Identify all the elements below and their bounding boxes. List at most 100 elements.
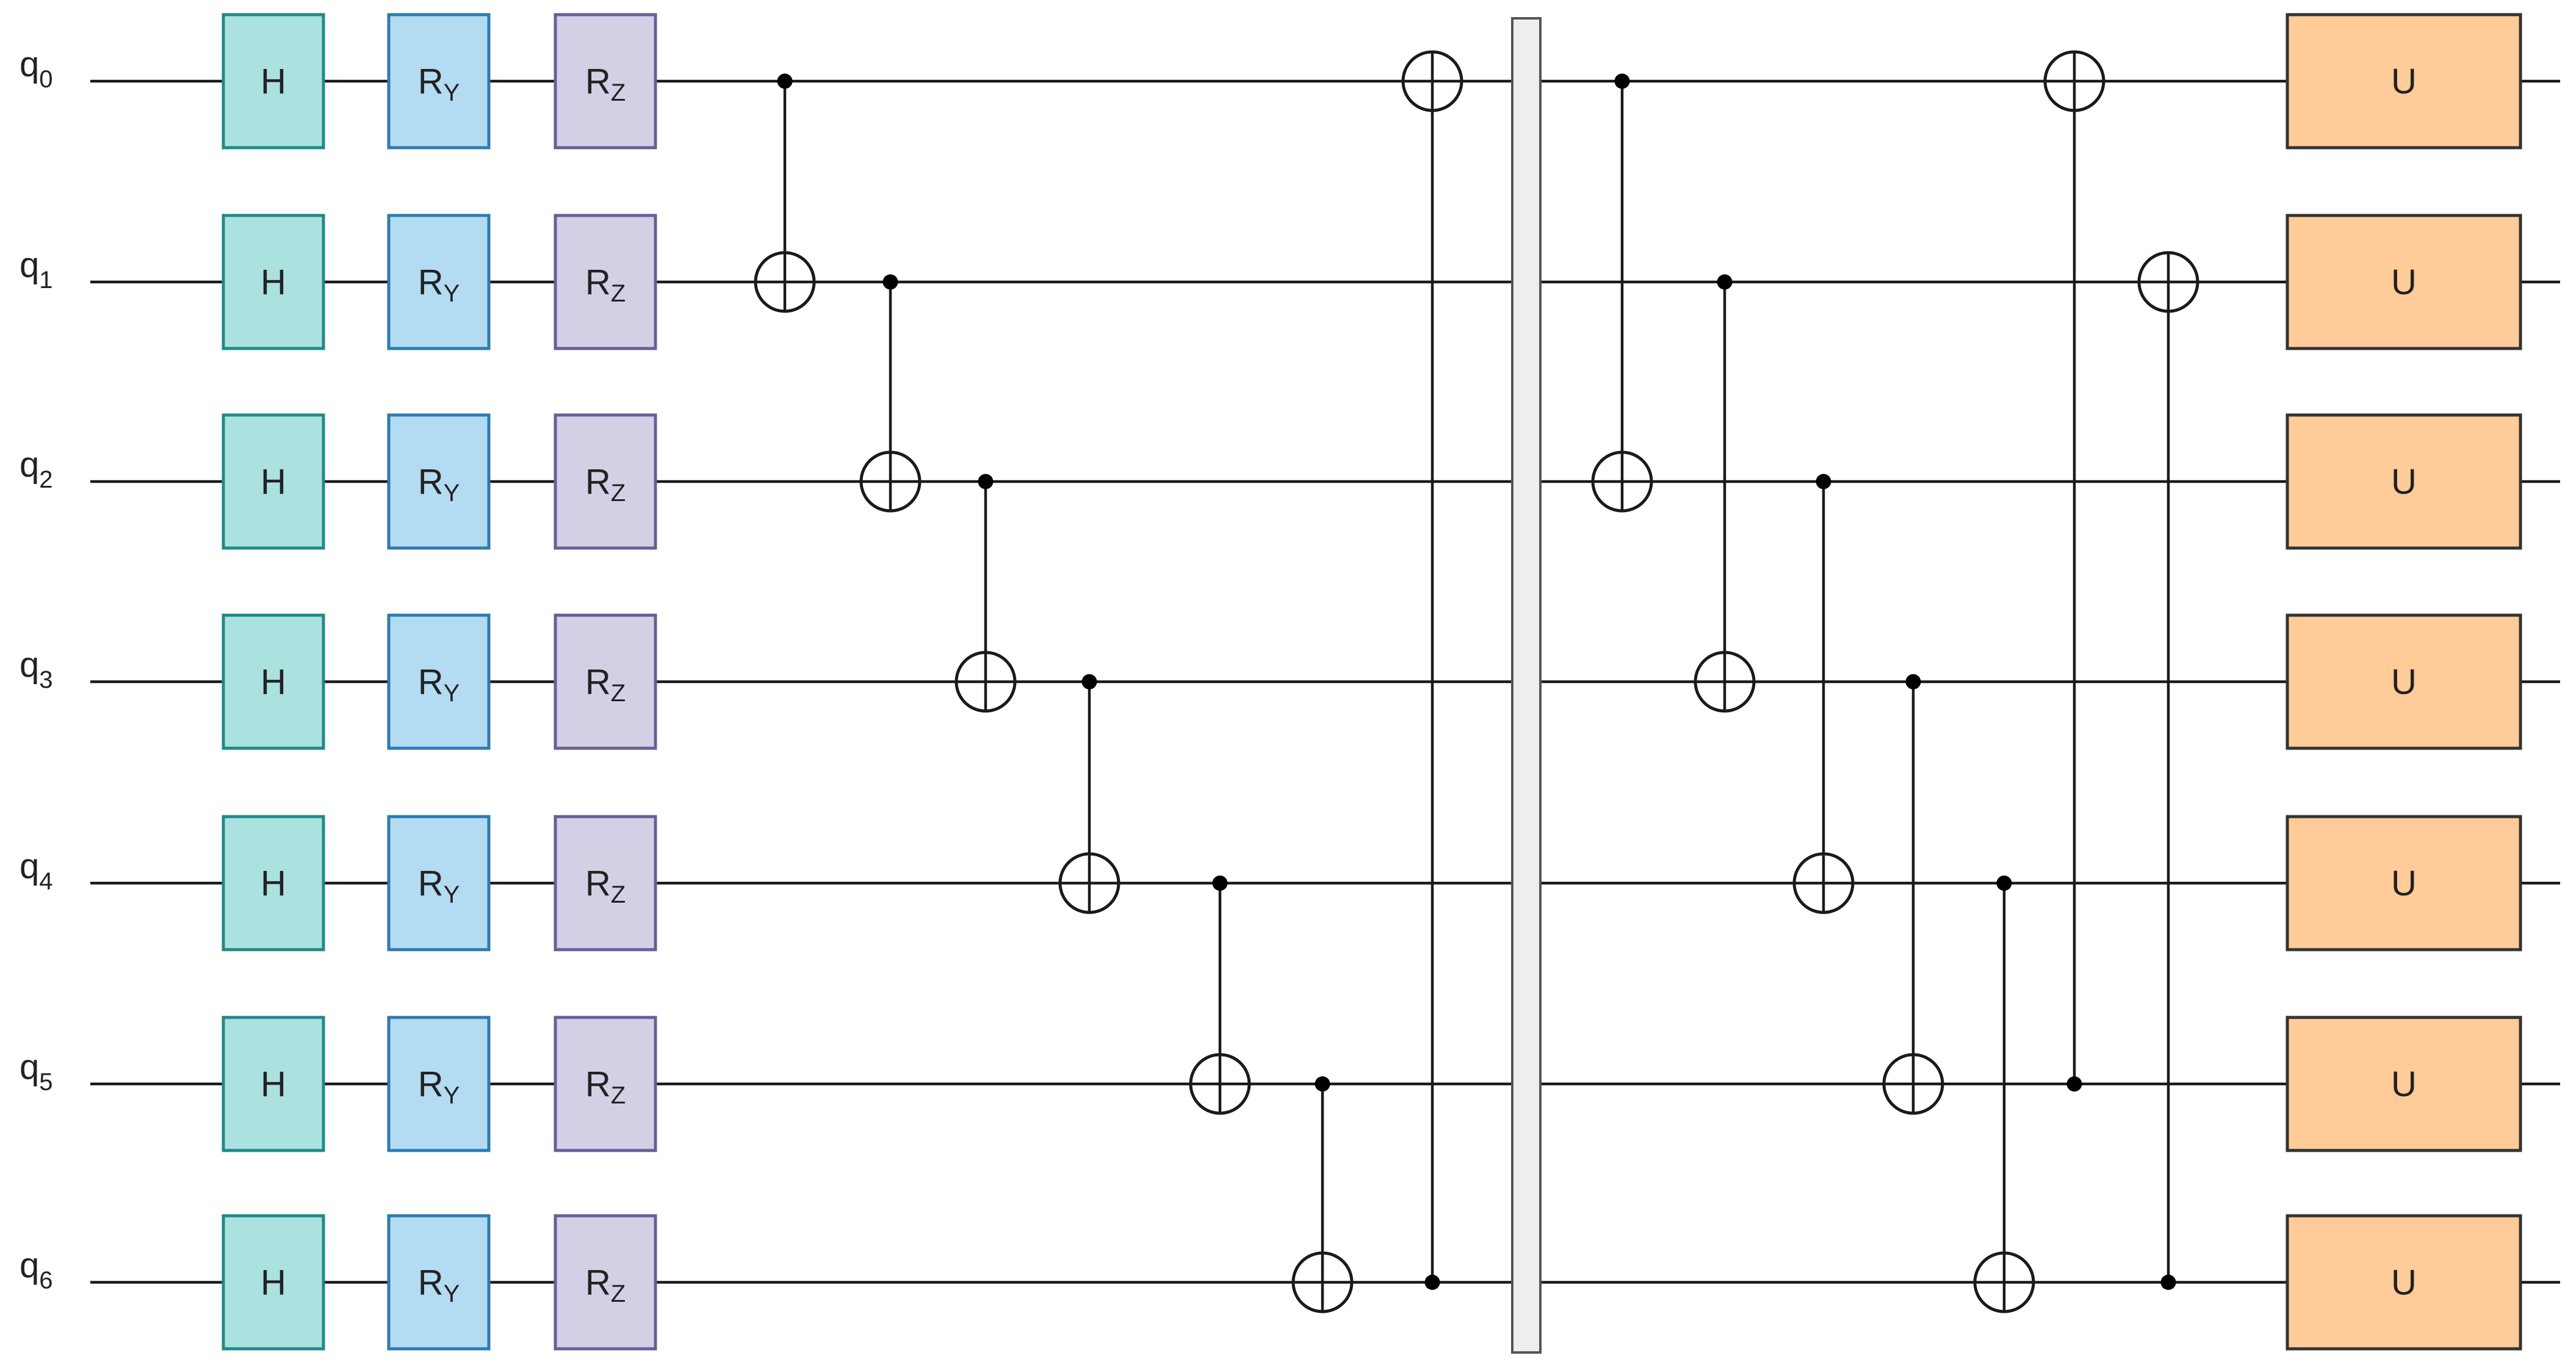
gate-label: RY — [418, 1064, 460, 1109]
qubit-label: q2 — [20, 445, 53, 493]
gate-label: U — [2391, 62, 2417, 101]
cnot-target — [859, 450, 922, 513]
gate-label: H — [261, 1263, 286, 1302]
gate-label: RZ — [585, 662, 626, 707]
gate-label-main: H — [261, 1263, 286, 1302]
gate-box — [387, 613, 491, 750]
gate-box — [2286, 1016, 2522, 1152]
gate-box — [387, 1016, 491, 1152]
u-gate: U — [2286, 815, 2522, 951]
qubit-label: q6 — [20, 1246, 53, 1294]
cnot-control-dot — [1614, 73, 1630, 89]
ry-gate: RY — [387, 13, 491, 150]
qubit-label-index: 2 — [39, 466, 52, 493]
gate-label: RZ — [585, 462, 626, 507]
cnot-target — [1189, 1053, 1251, 1115]
cnot-target — [1882, 1053, 1944, 1115]
gate-label: RY — [418, 864, 460, 908]
gate-box — [2286, 613, 2522, 750]
gate-box — [222, 413, 325, 550]
cnot-control-dot — [1081, 674, 1097, 690]
rz-gate: RZ — [554, 413, 657, 550]
cnot-target — [2043, 50, 2105, 112]
cnot-symbols — [754, 50, 2199, 1313]
gate-label: RY — [418, 1263, 460, 1307]
qubit-label-index: 6 — [39, 1267, 52, 1294]
gate-label-main: H — [261, 62, 286, 101]
rz-gate: RZ — [554, 613, 657, 750]
gate-label-main: R — [418, 1263, 444, 1302]
h-gate: H — [222, 815, 325, 951]
u-gate: U — [2286, 413, 2522, 550]
rz-gate: RZ — [554, 1016, 657, 1152]
gate-label-subscript: Z — [611, 1082, 626, 1109]
cnot-control-dot — [1315, 1076, 1330, 1092]
gate-label-main: R — [585, 262, 611, 302]
qubit-label-index: 3 — [39, 666, 52, 693]
qubit-label-name: q — [20, 847, 39, 886]
gate-label: RY — [418, 62, 460, 106]
gate-label: RZ — [585, 262, 626, 307]
ry-gate: RY — [387, 214, 491, 350]
rz-gate: RZ — [554, 1214, 657, 1351]
gate-label-main: R — [418, 262, 444, 302]
u-gate: U — [2286, 13, 2522, 150]
cnot-target — [954, 651, 1017, 713]
barrier-layer — [1511, 17, 1542, 1354]
qubit-label: q0 — [20, 45, 53, 93]
ry-gate: RY — [387, 1214, 491, 1351]
gate-label-main: R — [585, 1064, 611, 1104]
u-gate: U — [2286, 1214, 2522, 1351]
rz-gate: RZ — [554, 815, 657, 951]
gate-box — [387, 214, 491, 350]
qubit-label-name: q — [20, 1047, 39, 1087]
gate-label: RZ — [585, 864, 626, 908]
gate-label-main: U — [2391, 662, 2417, 702]
gate-box — [222, 815, 325, 951]
u-gate: U — [2286, 1016, 2522, 1152]
ry-gate: RY — [387, 613, 491, 750]
gate-box — [222, 214, 325, 350]
gate-box — [554, 13, 657, 150]
gate-label: H — [261, 62, 286, 101]
gate-label: RZ — [585, 1064, 626, 1109]
gate-label-main: U — [2391, 1064, 2417, 1104]
h-gate: H — [222, 13, 325, 150]
gate-label: RY — [418, 662, 460, 707]
cnot-target — [2137, 251, 2199, 313]
gate-box — [2286, 13, 2522, 150]
gate-label: H — [261, 1064, 286, 1104]
cnot-control-dot — [2066, 1076, 2082, 1092]
gate-box — [2286, 1214, 2522, 1351]
gate-box — [554, 1214, 657, 1351]
gate-label-subscript: Y — [444, 480, 460, 507]
gate-label-main: R — [585, 462, 611, 502]
cnot-control-dot — [882, 274, 898, 290]
cnot-target — [1401, 50, 1463, 112]
cnot-control-dot — [2160, 1274, 2176, 1290]
gate-box — [387, 413, 491, 550]
cnot-target — [1591, 450, 1653, 513]
gate-label: U — [2391, 662, 2417, 702]
gate-label-subscript: Z — [611, 1280, 626, 1307]
gate-label: H — [261, 262, 286, 302]
gate-label-main: R — [418, 662, 444, 702]
gate-label-subscript: Y — [444, 280, 460, 307]
cnot-control-dot — [1905, 674, 1921, 690]
gate-label: U — [2391, 1263, 2417, 1302]
gate-label: U — [2391, 262, 2417, 302]
gate-label-main: R — [585, 62, 611, 101]
cnot-control-dot — [1212, 875, 1228, 891]
gate-box — [222, 13, 325, 150]
cnot-target — [754, 251, 816, 313]
qubit-label: q1 — [20, 245, 53, 294]
gate-label-subscript: Y — [444, 1280, 460, 1307]
qubit-label: q4 — [20, 847, 53, 895]
gate-label-subscript: Z — [611, 881, 626, 908]
gate-label-main: R — [585, 662, 611, 702]
rz-gate: RZ — [554, 214, 657, 350]
h-gate: H — [222, 1214, 325, 1351]
gate-label: H — [261, 462, 286, 502]
gate-box — [554, 613, 657, 750]
